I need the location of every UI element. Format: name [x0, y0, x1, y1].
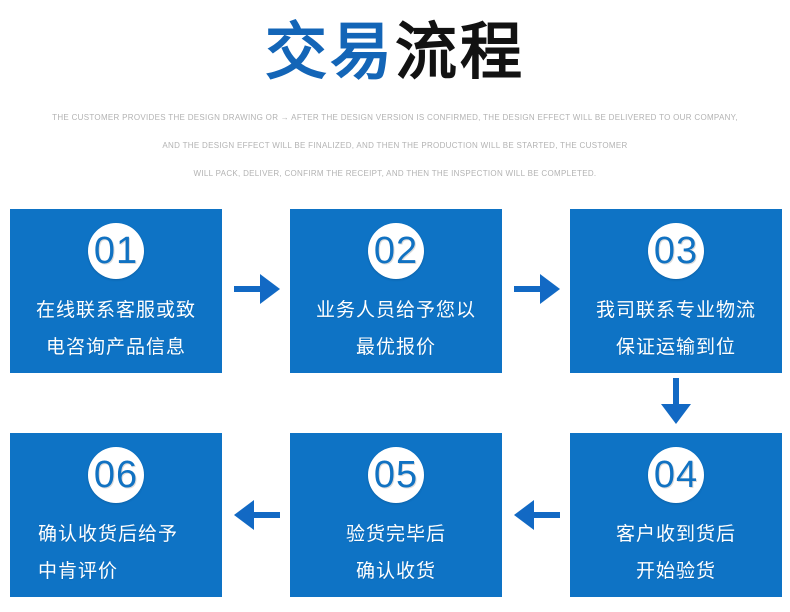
step-text-line: 确认收货后给予: [38, 524, 179, 545]
page-title: 交易流程: [0, 14, 790, 92]
step-text-05: 验货完毕后 确认收货: [290, 516, 502, 590]
step-number-04: 04: [653, 453, 699, 496]
arrow-right-icon: [234, 272, 280, 306]
step-card-03: 03 我司联系专业物流 保证运输到位: [570, 209, 782, 373]
step-number-02: 02: [373, 229, 419, 272]
step-text-line: 在线联系客服或致: [35, 300, 196, 321]
step-text-04: 客户收到货后 开始验货: [570, 516, 782, 590]
step-card-02: 02 业务人员给予您以 最优报价: [290, 209, 502, 373]
step-text-line: 中肯评价: [38, 561, 119, 582]
step-number-badge-05: 05: [368, 447, 424, 503]
step-text-line: 我司联系专业物流: [595, 300, 756, 321]
step-text-line: 客户收到货后: [615, 524, 736, 545]
arrow-left-icon: [514, 498, 560, 532]
step-text-line: 开始验货: [635, 561, 716, 582]
page-title-blue-part: 交易: [264, 18, 395, 87]
step-number-06: 06: [93, 453, 139, 496]
step-number-01: 01: [93, 229, 139, 272]
step-text-line: 保证运输到位: [615, 337, 736, 358]
subtitle-line-3: WILL PACK, DELIVER, CONFIRM THE RECEIPT,…: [193, 169, 597, 178]
page-title-black-part: 流程: [395, 18, 526, 87]
step-text-line: 确认收货: [355, 561, 436, 582]
step-text-01: 在线联系客服或致 电咨询产品信息: [10, 292, 222, 366]
step-text-line: 业务人员给予您以: [315, 300, 476, 321]
step-text-06: 确认收货后给予 中肯评价: [10, 516, 222, 590]
step-number-badge-02: 02: [368, 223, 424, 279]
arrow-right-icon: [514, 272, 560, 306]
step-number-03: 03: [653, 229, 699, 272]
subtitle-line-1: THE CUSTOMER PROVIDES THE DESIGN DRAWING…: [52, 113, 738, 122]
step-text-line: 电咨询产品信息: [45, 337, 186, 358]
step-number-badge-04: 04: [648, 447, 704, 503]
step-card-06: 06 确认收货后给予 中肯评价: [10, 433, 222, 597]
arrow-left-icon: [234, 498, 280, 532]
subtitle: THE CUSTOMER PROVIDES THE DESIGN DRAWING…: [0, 113, 790, 197]
step-card-01: 01 在线联系客服或致 电咨询产品信息: [10, 209, 222, 373]
step-card-05: 05 验货完毕后 确认收货: [290, 433, 502, 597]
step-text-02: 业务人员给予您以 最优报价: [290, 292, 502, 366]
subtitle-line-2: AND THE DESIGN EFFECT WILL BE FINALIZED,…: [162, 141, 628, 150]
step-card-04: 04 客户收到货后 开始验货: [570, 433, 782, 597]
step-text-03: 我司联系专业物流 保证运输到位: [570, 292, 782, 366]
step-number-badge-01: 01: [88, 223, 144, 279]
step-number-badge-06: 06: [88, 447, 144, 503]
step-number-badge-03: 03: [648, 223, 704, 279]
step-number-05: 05: [373, 453, 419, 496]
step-text-line: 验货完毕后: [345, 524, 446, 545]
step-text-line: 最优报价: [355, 337, 436, 358]
arrow-down-icon: [659, 378, 693, 424]
